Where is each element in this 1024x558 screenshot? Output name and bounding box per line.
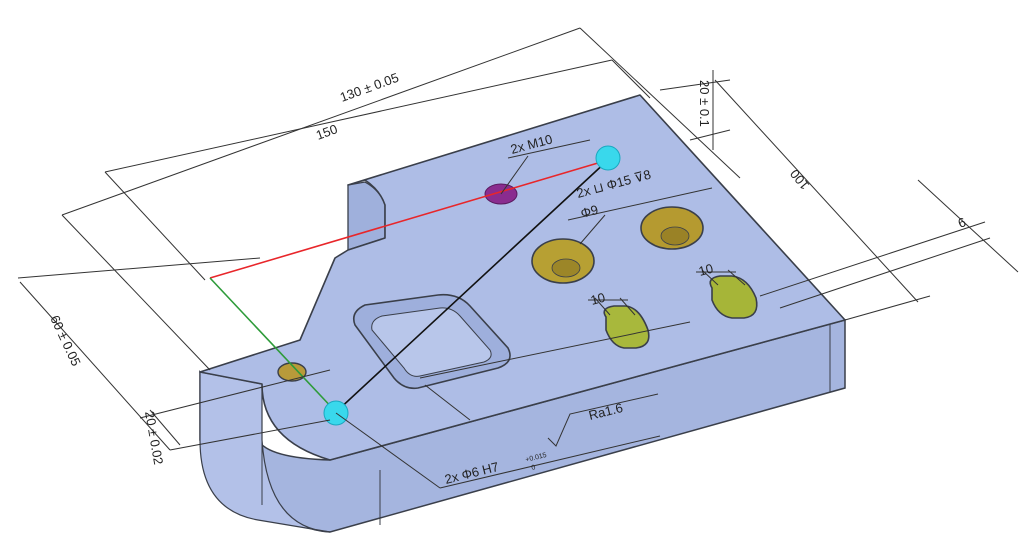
black-measure-line xyxy=(335,159,609,413)
dowel-hole xyxy=(277,362,307,382)
slot xyxy=(709,275,758,319)
dim-width-tol: 130 ± 0.05 xyxy=(338,70,401,105)
part-top-face xyxy=(199,94,846,461)
dim-height-tol: 20 ± 0.1 xyxy=(697,80,712,127)
dim-depth: 100 xyxy=(787,166,812,192)
dim-left-bottom-tol: 20 ± 0.02 xyxy=(142,410,166,466)
dim-right-offset: 6 xyxy=(956,214,968,231)
dimension-lines xyxy=(17,27,1019,489)
green-measure-line xyxy=(209,277,337,413)
counterbore-hole xyxy=(531,238,595,284)
red-measure-line xyxy=(209,159,609,279)
part-body xyxy=(199,94,846,533)
square-pocket xyxy=(352,293,511,390)
dim-slot-back: 10 xyxy=(697,261,715,279)
callout-tol-lower: 0 xyxy=(531,464,537,472)
dim-slot-front: 10 xyxy=(589,290,607,308)
dim-left-offset-tol: 60 ± 0.05 xyxy=(47,313,83,368)
counterbore-hole xyxy=(640,206,704,250)
callout-hole-dia: Φ9 xyxy=(579,202,600,221)
dim-overall-length: 150 xyxy=(314,121,340,143)
part-left-face xyxy=(199,371,331,533)
measure-point-marker[interactable] xyxy=(595,145,621,171)
